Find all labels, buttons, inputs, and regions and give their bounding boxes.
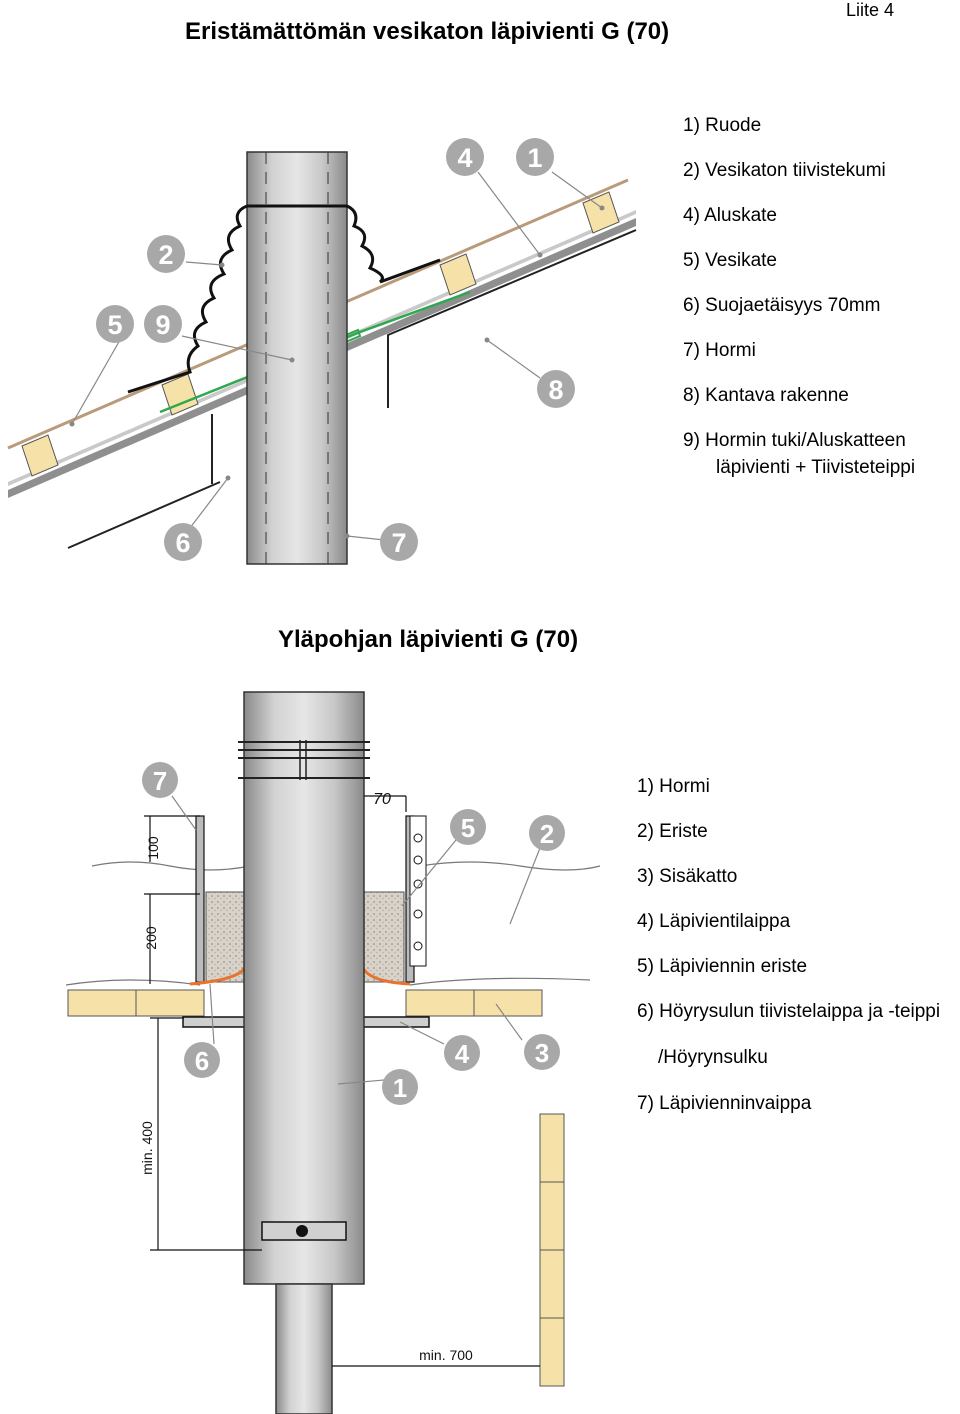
svg-text:4: 4 bbox=[455, 1039, 470, 1069]
ceiling-diagram: 100 200 min. 400 min. 700 70 7 5 2 6 4 3… bbox=[65, 691, 601, 1414]
dimension-min400: min. 400 bbox=[139, 1121, 155, 1175]
svg-text:6: 6 bbox=[195, 1046, 209, 1076]
svg-text:5: 5 bbox=[461, 813, 475, 843]
legend-item: 2) Eriste bbox=[637, 821, 708, 842]
svg-text:4: 4 bbox=[457, 143, 472, 173]
marker-7: 7 bbox=[142, 762, 178, 798]
legend-item: 6) Suojaetäisyys 70mm bbox=[683, 295, 881, 316]
legend-item: läpivienti + Tiivisteteippi bbox=[716, 457, 916, 478]
legend-item: 6) Höyrysulun tiivistelaippa ja -teippi bbox=[637, 1001, 941, 1022]
marker-3: 3 bbox=[524, 1034, 560, 1070]
marker-6: 6 bbox=[184, 1042, 220, 1078]
load-bearing-structure bbox=[387, 229, 637, 408]
legend-item: 1) Hormi bbox=[637, 776, 710, 797]
legend-item: 7) Läpivienninvaippa bbox=[637, 1093, 812, 1114]
legend-item: 5) Vesikate bbox=[683, 250, 777, 271]
marker-1: 1 bbox=[516, 138, 554, 176]
svg-text:7: 7 bbox=[391, 528, 406, 558]
page-label: Liite 4 bbox=[845, 0, 894, 20]
svg-text:3: 3 bbox=[535, 1038, 549, 1068]
legend-item: 3) Sisäkatto bbox=[637, 866, 738, 887]
roof-seal-left bbox=[127, 204, 248, 394]
svg-text:1: 1 bbox=[393, 1073, 407, 1103]
svg-text:8: 8 bbox=[548, 375, 563, 405]
dimension-70: 70 bbox=[373, 791, 391, 808]
marker-5: 5 bbox=[450, 809, 486, 845]
marker-2: 2 bbox=[147, 235, 185, 273]
chimney-pipe bbox=[246, 151, 348, 565]
legend-item: 2) Vesikaton tiivistekumi bbox=[683, 160, 886, 181]
marker-9: 9 bbox=[144, 305, 182, 343]
marker-2: 2 bbox=[529, 815, 565, 851]
svg-text:7: 7 bbox=[153, 766, 167, 796]
legend-item: 1) Ruode bbox=[683, 115, 762, 136]
marker-4: 4 bbox=[444, 1035, 480, 1071]
page-title: Eristämättömän vesikaton läpivienti G (7… bbox=[185, 18, 670, 45]
legend-item: 4) Läpivientilaippa bbox=[637, 911, 791, 932]
svg-text:2: 2 bbox=[540, 819, 554, 849]
dimension-200: 200 bbox=[143, 926, 159, 950]
marker-1: 1 bbox=[382, 1069, 418, 1105]
battens bbox=[21, 191, 620, 477]
svg-text:2: 2 bbox=[158, 240, 173, 270]
svg-text:9: 9 bbox=[155, 310, 170, 340]
legend-item: /Höyrynsulku bbox=[658, 1047, 768, 1068]
marker-6: 6 bbox=[164, 523, 202, 561]
legend-item: 8) Kantava rakenne bbox=[683, 385, 849, 406]
marker-7: 7 bbox=[380, 523, 418, 561]
legend-item: 9) Hormin tuki/Aluskatteen bbox=[683, 430, 906, 451]
svg-text:6: 6 bbox=[175, 528, 190, 558]
dimension-100: 100 bbox=[145, 836, 161, 860]
roof-seal-right bbox=[346, 204, 441, 284]
marker-8: 8 bbox=[537, 370, 575, 408]
legend-item: 4) Aluskate bbox=[683, 205, 777, 226]
legend-item: 5) Läpiviennin eriste bbox=[637, 956, 808, 977]
svg-text:1: 1 bbox=[527, 143, 542, 173]
dimension-min700: min. 700 bbox=[419, 1347, 473, 1363]
penetration-insulation-right bbox=[363, 891, 405, 983]
penetration-insulation-left bbox=[205, 891, 247, 983]
roof-diagram: 4 1 2 5 9 8 6 7 bbox=[7, 138, 637, 565]
chimney-pipe-lower bbox=[243, 691, 365, 1285]
penetration-jacket-left bbox=[195, 815, 205, 983]
marker-4: 4 bbox=[446, 138, 484, 176]
legend-item: 7) Hormi bbox=[683, 340, 756, 361]
section-subtitle: Yläpohjan läpivienti G (70) bbox=[278, 626, 579, 653]
marker-5: 5 bbox=[96, 305, 134, 343]
svg-text:5: 5 bbox=[107, 310, 122, 340]
ceiling-boards bbox=[67, 989, 543, 1017]
